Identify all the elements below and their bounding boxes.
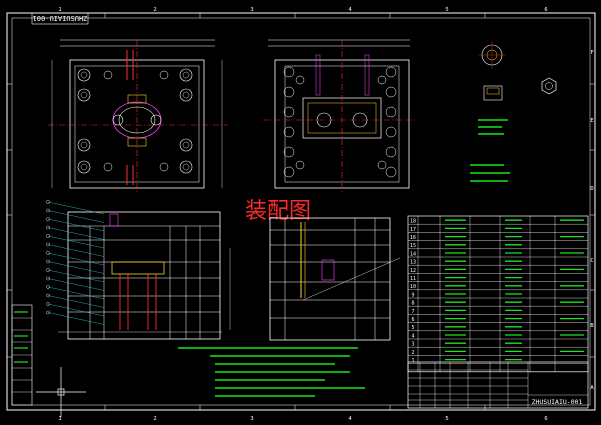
zone-row-label: B: [590, 323, 594, 329]
outer-frame: [6, 12, 596, 411]
bom-row-number: 2: [411, 350, 414, 356]
bom-row-number: 14: [410, 251, 416, 257]
technical-requirements: [178, 347, 365, 397]
bom-row-number: 3: [411, 342, 414, 348]
bom-row-number: 5: [411, 325, 414, 331]
zone-column-label: 4: [348, 416, 352, 422]
bom-row-number: 16: [410, 235, 416, 241]
zone-column-label: 2: [153, 7, 156, 13]
zone-column-label: 5: [445, 416, 448, 422]
zone-column-label: 4: [348, 7, 352, 13]
section-view-side[interactable]: [269, 217, 401, 341]
zone-column-label: 6: [544, 7, 547, 13]
zone-row-label: C: [590, 258, 593, 264]
zone-row-label: D: [590, 186, 593, 192]
zone-column-label: 3: [250, 7, 253, 13]
drawing-title: 装配图: [245, 199, 311, 224]
bom-row-number: 18: [410, 219, 416, 225]
bom-row-number: 15: [410, 243, 416, 249]
section-view-main[interactable]: [46, 200, 231, 340]
top-view-right[interactable]: [263, 39, 418, 192]
zone-column-label: 5: [445, 7, 448, 13]
zone-column-label: 6: [544, 416, 547, 422]
mirrored-title-box: ZHUSUIAIU-001: [31, 12, 89, 25]
detail-notes: [470, 119, 510, 182]
crosshair-cursor-icon: [36, 367, 86, 417]
zone-row-label: F: [590, 50, 593, 56]
bom-row-number: 4: [411, 333, 414, 339]
title-block[interactable]: ZHUSUIAIU-001: [407, 361, 589, 409]
revision-strip: [11, 304, 33, 406]
bom-table[interactable]: 18 17 16 15 14 13 12 11 10 9 8 7 6 5 4 3 2 1: [407, 215, 589, 373]
inner-frame: [11, 17, 591, 406]
zone-column-label: 1: [58, 7, 61, 13]
bom-row-number: 6: [411, 317, 414, 323]
zone-column-label: 2: [153, 416, 156, 422]
bom-row-number: 12: [410, 268, 416, 274]
bom-row-number: 7: [411, 309, 414, 315]
detail-part: [478, 41, 557, 101]
bom-row-number: 8: [411, 301, 414, 307]
top-view-left[interactable]: [48, 39, 228, 192]
bom-row-number: 10: [410, 284, 416, 290]
drawing-number: ZHUSUIAIU-001: [532, 398, 583, 406]
zone-row-label: A: [590, 385, 594, 391]
bom-row-number: 11: [410, 276, 416, 282]
bom-row-number: 1: [411, 358, 414, 364]
zone-column-label: 1: [58, 416, 61, 422]
bom-row-number: 9: [411, 292, 414, 298]
bom-row-number: 17: [410, 227, 416, 233]
mirrored-drawing-number: ZHUSUIAIU-001: [33, 14, 88, 22]
zone-row-label: E: [590, 118, 593, 124]
zone-column-label: 3: [250, 416, 253, 422]
bom-row-number: 13: [410, 260, 416, 266]
